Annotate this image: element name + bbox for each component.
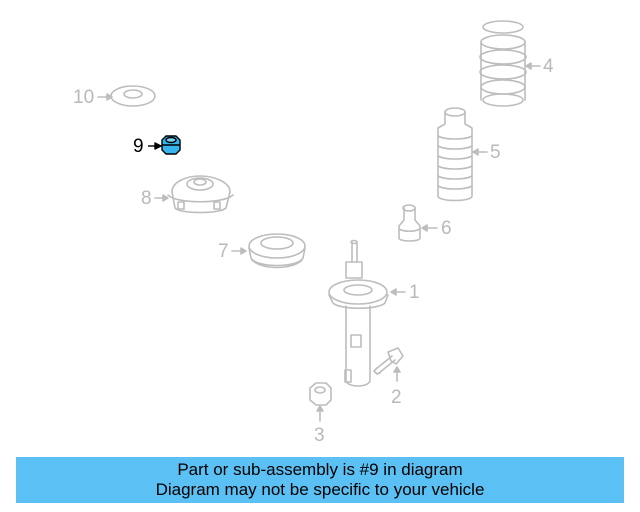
part-2-bolt[interactable] — [373, 347, 404, 382]
part-9-nut-highlighted[interactable] — [148, 135, 181, 155]
callout-7[interactable]: 7 — [218, 241, 229, 262]
callout-8[interactable]: 8 — [141, 188, 152, 209]
callout-5[interactable]: 5 — [490, 142, 501, 163]
callout-1[interactable]: 1 — [409, 282, 420, 303]
banner-line-1: Part or sub-assembly is #9 in diagram — [177, 460, 463, 479]
part-3-nut[interactable] — [309, 382, 332, 422]
part-10-washer[interactable] — [97, 85, 156, 107]
info-banner: Part or sub-assembly is #9 in diagram Di… — [16, 457, 624, 503]
callout-2[interactable]: 2 — [391, 387, 402, 408]
part-5-dust-boot[interactable] — [437, 107, 488, 202]
callout-6[interactable]: 6 — [441, 218, 452, 239]
part-7-bearing[interactable] — [231, 233, 306, 269]
callout-10[interactable]: 10 — [73, 87, 95, 108]
part-1-strut[interactable] — [328, 239, 406, 387]
callout-4[interactable]: 4 — [543, 56, 554, 77]
callout-9[interactable]: 9 — [133, 136, 144, 157]
banner-line-2: Diagram may not be specific to your vehi… — [155, 480, 485, 499]
part-8-strut-mount[interactable] — [154, 175, 234, 214]
callout-3[interactable]: 3 — [314, 425, 325, 446]
part-4-coil-spring[interactable] — [479, 20, 541, 107]
part-6-bump-stop[interactable] — [398, 204, 438, 242]
